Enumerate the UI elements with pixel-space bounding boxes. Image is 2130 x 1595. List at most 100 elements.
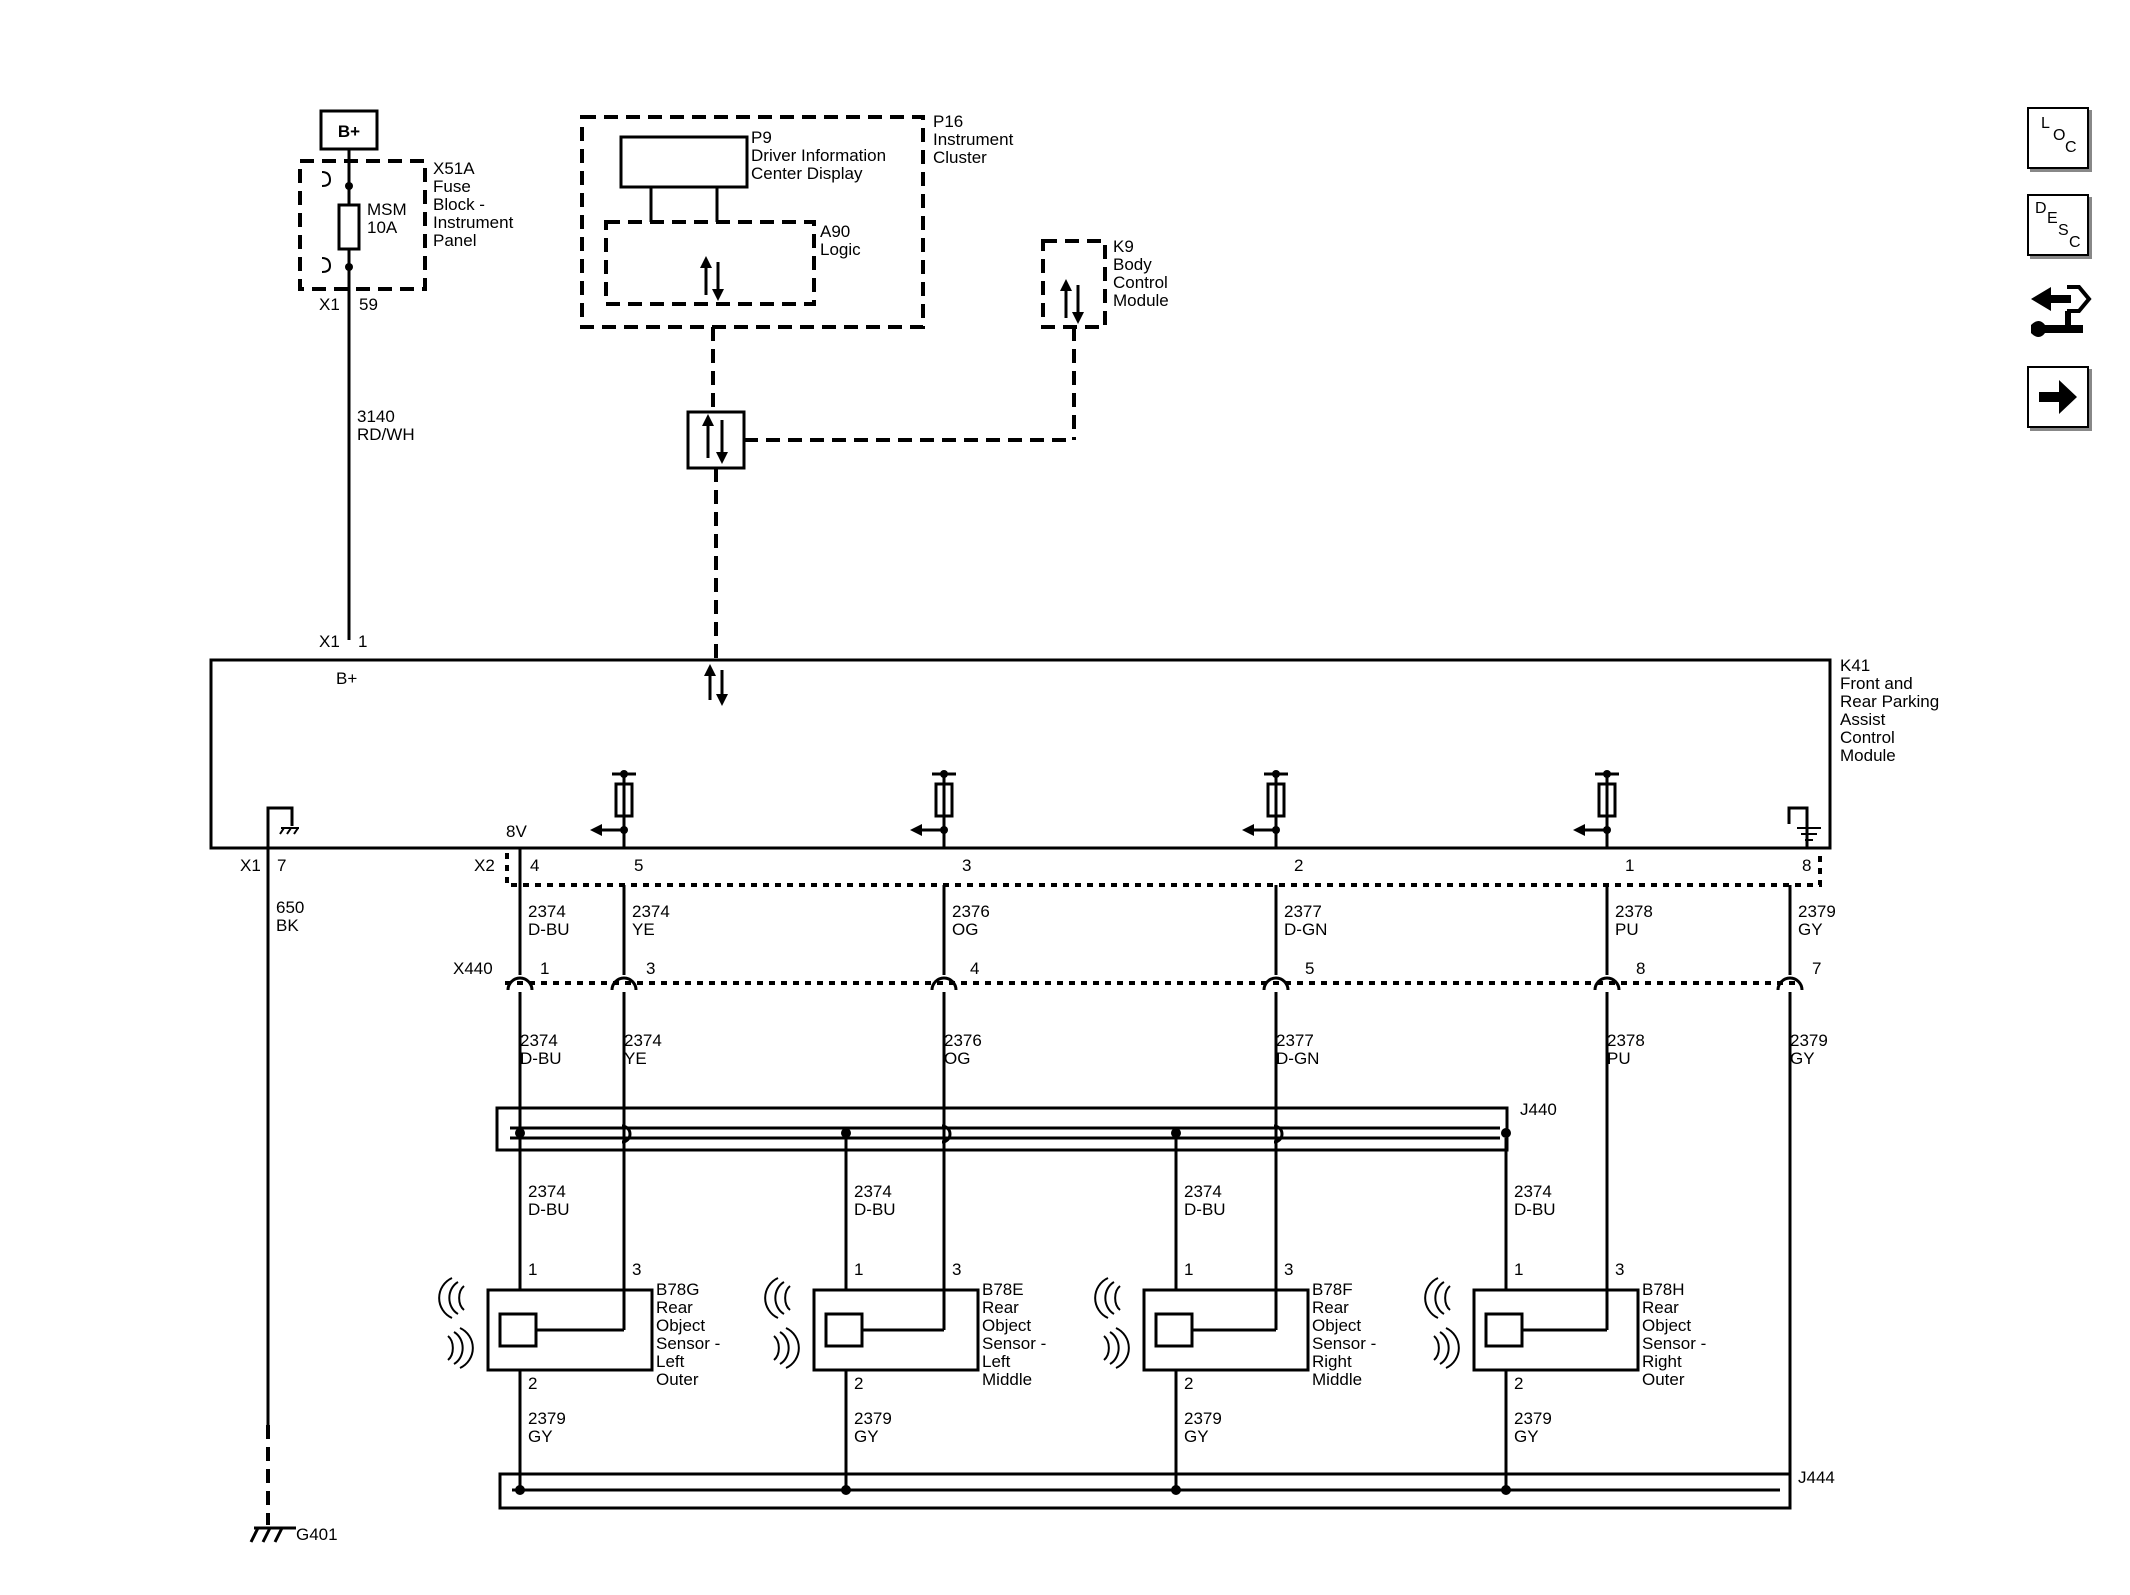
bcm-id: K9	[1113, 237, 1134, 256]
sensor-element-icon	[1484, 1312, 1524, 1348]
module-x1-label: X1	[319, 632, 340, 651]
upper-wire-color: PU	[1615, 920, 1639, 939]
parking-assist-module-box	[209, 658, 1832, 850]
module-id: K41	[1840, 656, 1870, 675]
sensor-id: B78H	[1642, 1280, 1685, 1299]
sensor-name-line: Outer	[1642, 1370, 1685, 1389]
splice-j444-box	[498, 1472, 1792, 1510]
inline-connector-x440-terminal	[930, 976, 958, 991]
upper-wire-circuit: 2379	[1798, 902, 1836, 921]
sensor-pin2-label: 2	[1184, 1374, 1193, 1393]
sensor-pin1-label: 1	[528, 1260, 537, 1279]
sensor-ground-color: GY	[1184, 1427, 1209, 1446]
sensor-name-line: Right	[1312, 1352, 1352, 1371]
sensor-pin3-label: 3	[952, 1260, 961, 1279]
x440-label: X440	[453, 959, 493, 978]
sensor-name-line: Object	[1312, 1316, 1361, 1335]
fuse-block-name-2: Block -	[433, 195, 485, 214]
module-x2-label: X2	[474, 856, 495, 875]
desc-letter-s: S	[2058, 222, 2069, 239]
ultrasonic-wave-icon	[1424, 1277, 1451, 1319]
display-name-1: Driver Information	[751, 146, 886, 165]
x440-pin-label: 5	[1305, 959, 1314, 978]
ground-symbol	[249, 1526, 296, 1543]
upper-wire-circuit: 2374	[632, 902, 670, 921]
sensor-pin2-label: 2	[528, 1374, 537, 1393]
ultrasonic-wave-icon	[447, 1327, 474, 1369]
x440-pin-label: 7	[1812, 959, 1821, 978]
sensor-pin2-label: 2	[1514, 1374, 1523, 1393]
ultrasonic-wave-icon	[1103, 1327, 1130, 1369]
upper-wire-color: YE	[632, 920, 655, 939]
sensor-id: B78G	[656, 1280, 699, 1299]
desc-letter-c: C	[2069, 234, 2081, 251]
lower-wire-color: D-GN	[1276, 1049, 1319, 1068]
serial-data-gateway-box	[686, 410, 746, 470]
sensor-pin1-label: 1	[1184, 1260, 1193, 1279]
module-b-pin: 1	[358, 632, 367, 651]
lower-wire-circuit: 2377	[1276, 1031, 1314, 1050]
sensor-ground-circuit: 2379	[854, 1409, 892, 1428]
sensor-box	[1472, 1288, 1640, 1372]
module-name-1: Front and	[1840, 674, 1913, 693]
driver-information-display-box	[619, 135, 749, 189]
sensor-name-line: Object	[982, 1316, 1031, 1335]
sensor-name-line: Sensor -	[982, 1334, 1046, 1353]
lower-wire-circuit: 2376	[944, 1031, 982, 1050]
display-id: P9	[751, 128, 772, 147]
next-arrow-icon	[2039, 380, 2077, 414]
lower-wire-circuit: 2374	[520, 1031, 558, 1050]
sensor-box	[1142, 1288, 1310, 1372]
sensor-name-line: Middle	[1312, 1370, 1362, 1389]
description-view-button[interactable]: D E S C	[2027, 194, 2089, 256]
sensor-name-line: Sensor -	[1312, 1334, 1376, 1353]
sensor-ground-color: GY	[528, 1427, 553, 1446]
sensor-name-line: Rear	[656, 1298, 693, 1317]
sensor-name-line: Outer	[656, 1370, 699, 1389]
module-name-2: Rear Parking	[1840, 692, 1939, 711]
lower-wire-color: PU	[1607, 1049, 1631, 1068]
display-name-2: Center Display	[751, 164, 863, 183]
fuse-pin-label: 59	[359, 295, 378, 314]
sensor-box	[812, 1288, 980, 1372]
sensor-supply-color: D-BU	[528, 1200, 570, 1219]
sensor-pin3-label: 3	[1615, 1260, 1624, 1279]
fuse-block-name-1: Fuse	[433, 177, 471, 196]
fuse-icon	[337, 203, 361, 251]
connector-swap-button[interactable]	[2027, 277, 2093, 343]
next-page-button[interactable]	[2027, 366, 2089, 428]
fuse-block-name-3: Instrument	[433, 213, 514, 232]
desc-letter-d: D	[2035, 200, 2047, 217]
sensor-name-line: Rear	[1642, 1298, 1679, 1317]
cluster-name-1: Instrument	[933, 130, 1014, 149]
sensor-supply-circuit: 2374	[1184, 1182, 1222, 1201]
splice-j444-label: J444	[1798, 1468, 1835, 1487]
module-bplus-label: B+	[336, 669, 357, 688]
module-voltage-label: 8V	[506, 822, 527, 841]
inline-connector-x440-terminal	[1593, 976, 1621, 991]
ultrasonic-wave-icon	[773, 1327, 800, 1369]
fuse-block-name-4: Panel	[433, 231, 476, 250]
location-view-button[interactable]: L O C	[2027, 107, 2089, 169]
lower-wire-circuit: 2379	[1790, 1031, 1828, 1050]
bcm-name-1: Body	[1113, 255, 1152, 274]
sensor-ground-circuit: 2379	[528, 1409, 566, 1428]
upper-wire-circuit: 2376	[952, 902, 990, 921]
lower-wire-circuit: 2378	[1607, 1031, 1645, 1050]
loc-letter-c: C	[2065, 139, 2077, 156]
x2-pin-label: 5	[634, 856, 643, 875]
sensor-pin3-label: 3	[1284, 1260, 1293, 1279]
instrument-cluster-box	[580, 115, 925, 329]
sensor-name-line: Sensor -	[1642, 1334, 1706, 1353]
sensor-name-line: Sensor -	[656, 1334, 720, 1353]
x2-pin-label: 3	[962, 856, 971, 875]
upper-wire-circuit: 2377	[1284, 902, 1322, 921]
upper-wire-circuit: 2378	[1615, 902, 1653, 921]
lower-wire-color: YE	[624, 1049, 647, 1068]
fuse-block-id: X51A	[433, 159, 475, 178]
body-control-module-box	[1041, 239, 1107, 329]
